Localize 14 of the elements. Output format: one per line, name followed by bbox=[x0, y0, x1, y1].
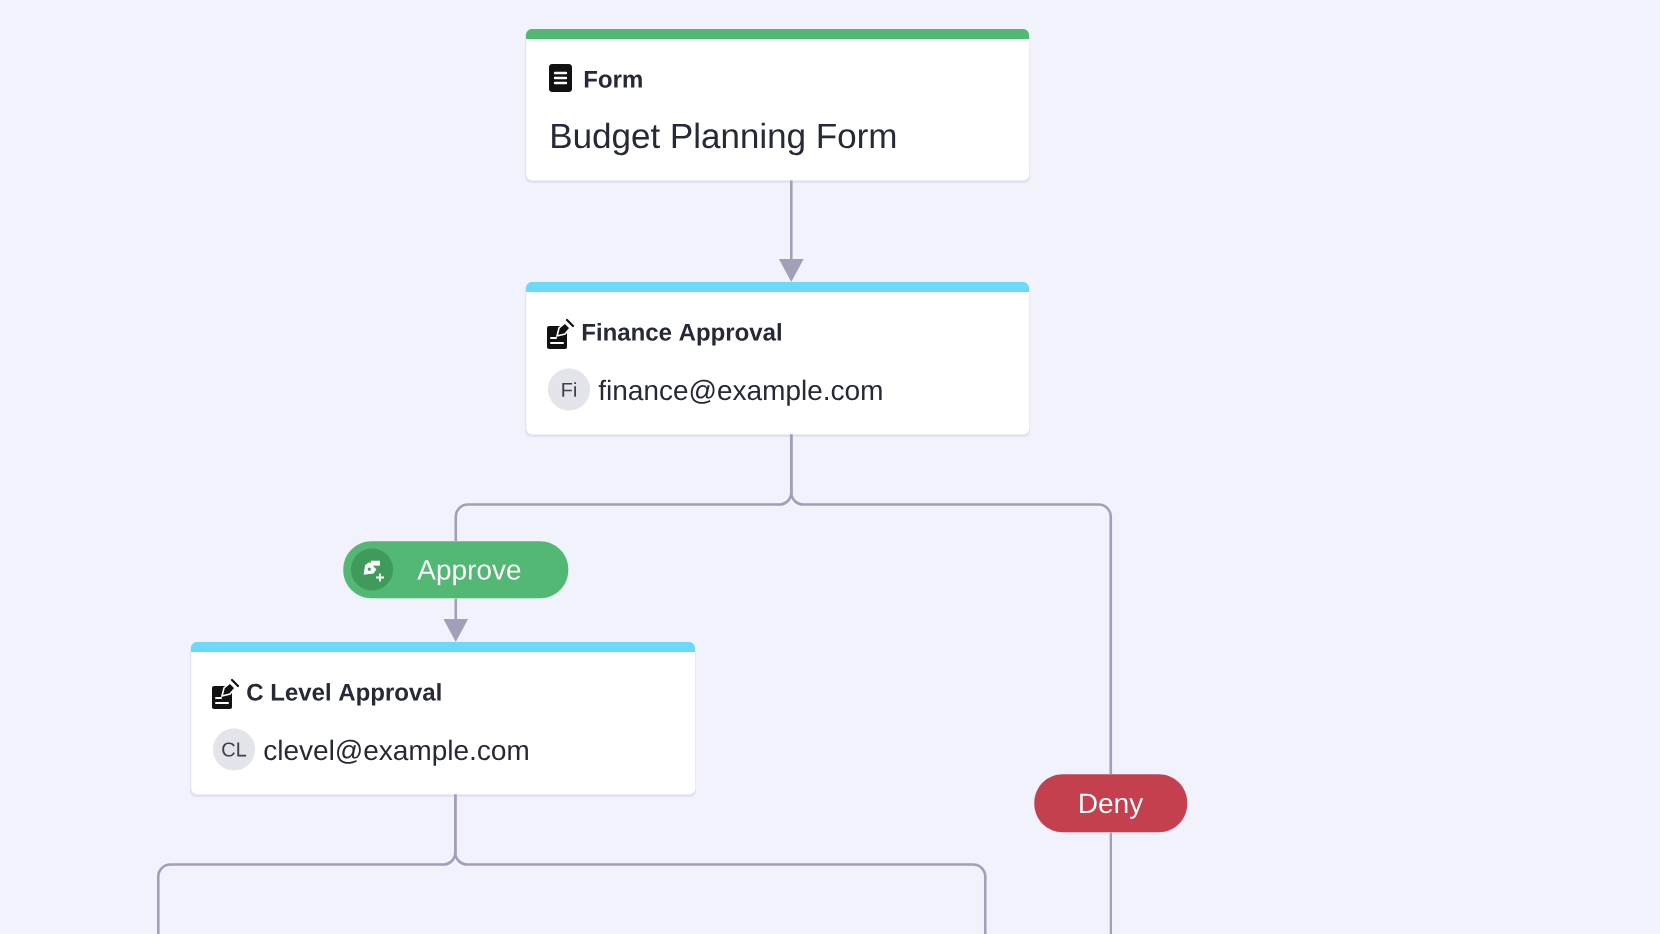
card-heading: Form bbox=[584, 71, 642, 88]
card-title: Budget Planning Form bbox=[552, 122, 896, 156]
step-card bbox=[525, 282, 1030, 437]
card-heading: Finance Approval bbox=[582, 323, 781, 346]
pill-label: Deny bbox=[1034, 774, 1188, 833]
card-heading: C Level Approval bbox=[247, 683, 441, 706]
email-address: clevel@example.com bbox=[264, 739, 528, 766]
connector-line bbox=[790, 434, 1113, 774]
step-card bbox=[190, 642, 696, 797]
email-address: finance@example.com bbox=[598, 379, 882, 406]
connector-line bbox=[453, 794, 987, 934]
step-card bbox=[525, 29, 1030, 183]
connector-line bbox=[1109, 832, 1113, 934]
pill-label: Approve bbox=[343, 541, 569, 599]
